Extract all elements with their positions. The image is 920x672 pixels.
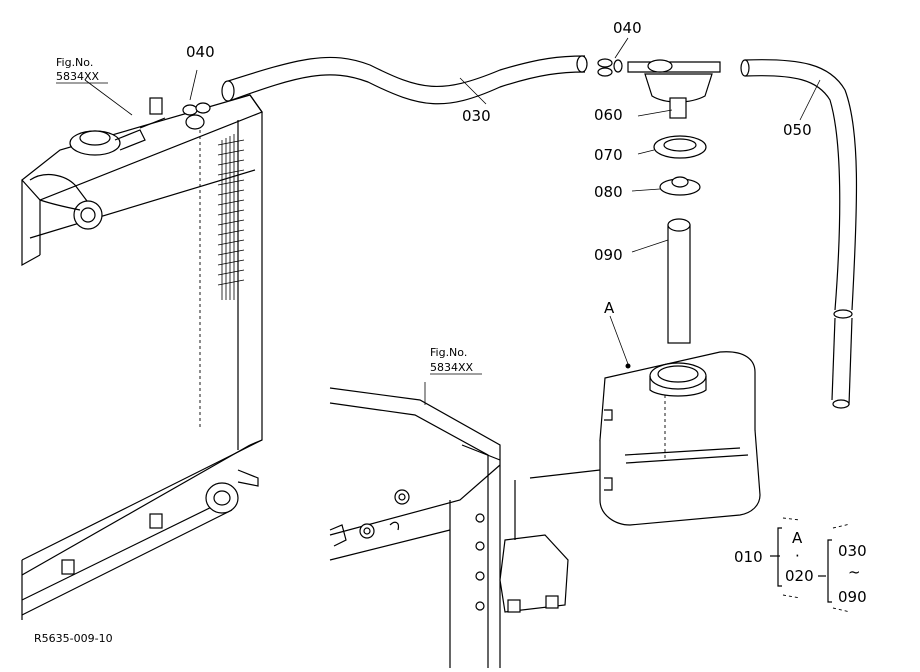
gasket-070 bbox=[637, 135, 707, 159]
hose-050 bbox=[740, 59, 858, 409]
part-label-080: 080 bbox=[594, 183, 623, 201]
fig-ref-radiator-number: 5834XX bbox=[56, 70, 100, 83]
hose-030 bbox=[221, 55, 588, 105]
legend-range-tilde: ~ bbox=[848, 563, 861, 581]
assembly-legend: 010 A · 020 030 ~ 090 bbox=[734, 517, 867, 613]
clip-040-right bbox=[597, 37, 629, 77]
fig-ref-frame-caption: Fig.No. bbox=[430, 346, 467, 359]
part-label-070: 070 bbox=[594, 146, 623, 164]
drawing-number: R5635-009-10 bbox=[34, 632, 113, 645]
part-label-090: 090 bbox=[594, 246, 623, 264]
legend-range-start: 030 bbox=[838, 542, 867, 560]
legend-sub-top: A bbox=[792, 529, 803, 547]
part-label-A: A bbox=[604, 299, 615, 317]
part-label-040-right: 040 bbox=[613, 19, 642, 37]
washer-080 bbox=[631, 176, 701, 196]
part-label-060: 060 bbox=[594, 106, 623, 124]
radiator bbox=[21, 94, 263, 620]
fig-ref-frame-number: 5834XX bbox=[430, 361, 474, 374]
part-label-030: 030 bbox=[462, 107, 491, 125]
legend-sub-dot: · bbox=[795, 547, 800, 565]
frame-bracket bbox=[329, 382, 601, 668]
clip-040-left bbox=[182, 69, 211, 130]
legend-sub-bottom: 020 bbox=[785, 567, 814, 585]
fig-ref-radiator-caption: Fig.No. bbox=[56, 56, 93, 69]
legend-assembly: 010 bbox=[734, 548, 763, 566]
cap-060 bbox=[627, 59, 721, 119]
pipe-090 bbox=[631, 218, 691, 344]
reservoir-tank bbox=[599, 315, 761, 526]
leader-lines bbox=[84, 77, 821, 121]
legend-range-end: 090 bbox=[838, 588, 867, 606]
part-label-040-left: 040 bbox=[186, 43, 215, 61]
part-label-050: 050 bbox=[783, 121, 812, 139]
